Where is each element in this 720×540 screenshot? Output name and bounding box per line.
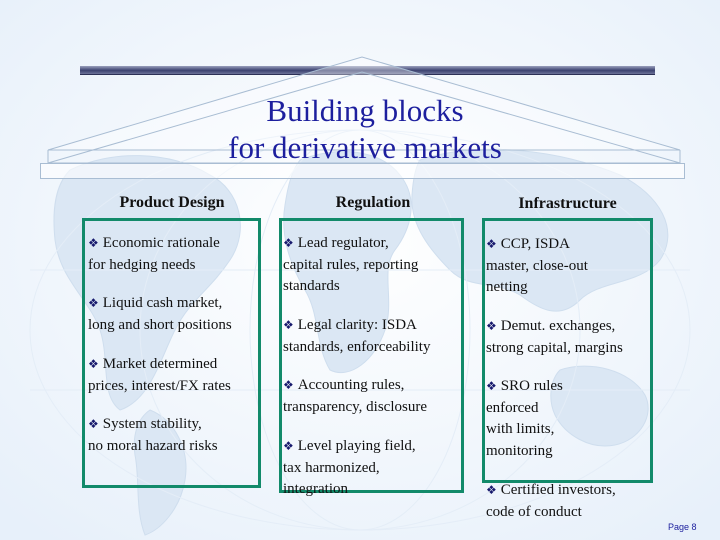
diamond-bullet-icon: ❖ bbox=[486, 237, 497, 251]
diamond-bullet-icon: ❖ bbox=[283, 318, 294, 332]
diamond-bullet-icon: ❖ bbox=[486, 483, 497, 497]
regulation-item-1: ❖Lead regulator, capital rules, reportin… bbox=[283, 235, 419, 294]
title-line-1: Building blocks bbox=[266, 93, 464, 128]
infrastructure-item-4: ❖Certified investors, code of conduct bbox=[486, 482, 616, 520]
product-design-item-4: ❖System stability, no moral hazard risks bbox=[88, 416, 218, 454]
pediment-base-beam bbox=[40, 163, 685, 179]
product-design-item-3: ❖Market determined prices, interest/FX r… bbox=[88, 356, 231, 394]
column-heading-regulation: Regulation bbox=[335, 194, 411, 211]
page-number: Page 8 bbox=[668, 522, 697, 532]
diamond-bullet-icon: ❖ bbox=[283, 439, 294, 453]
regulation-item-4: ❖Level playing field, tax harmonized, in… bbox=[283, 438, 416, 497]
infrastructure-item-1: ❖CCP, ISDA master, close-out netting bbox=[486, 236, 588, 295]
diamond-bullet-icon: ❖ bbox=[88, 236, 99, 250]
diamond-bullet-icon: ❖ bbox=[283, 236, 294, 250]
column-heading-product-design: Product Design bbox=[119, 194, 225, 211]
product-design-item-2: ❖Liquid cash market, long and short posi… bbox=[88, 295, 232, 333]
pillar-regulation bbox=[279, 218, 464, 493]
slide-title: Building blocks for derivative markets bbox=[160, 92, 570, 166]
diamond-bullet-icon: ❖ bbox=[486, 379, 497, 393]
diamond-bullet-icon: ❖ bbox=[88, 296, 99, 310]
diamond-bullet-icon: ❖ bbox=[486, 319, 497, 333]
regulation-item-2: ❖Legal clarity: ISDA standards, enforcea… bbox=[283, 317, 431, 355]
regulation-item-3: ❖Accounting rules, transparency, disclos… bbox=[283, 377, 427, 415]
column-heading-infrastructure: Infrastructure bbox=[518, 195, 617, 212]
infrastructure-item-2: ❖Demut. exchanges, strong capital, margi… bbox=[486, 318, 623, 356]
infrastructure-item-3: ❖SRO rules enforced with limits, monitor… bbox=[486, 378, 563, 459]
diamond-bullet-icon: ❖ bbox=[88, 357, 99, 371]
product-design-item-1: ❖Economic rationale for hedging needs bbox=[88, 235, 220, 273]
title-line-2: for derivative markets bbox=[228, 130, 502, 165]
diamond-bullet-icon: ❖ bbox=[88, 417, 99, 431]
pillar-infrastructure bbox=[482, 218, 653, 483]
top-architrave-bar bbox=[80, 66, 655, 75]
diamond-bullet-icon: ❖ bbox=[283, 378, 294, 392]
pillar-product-design bbox=[82, 218, 261, 488]
